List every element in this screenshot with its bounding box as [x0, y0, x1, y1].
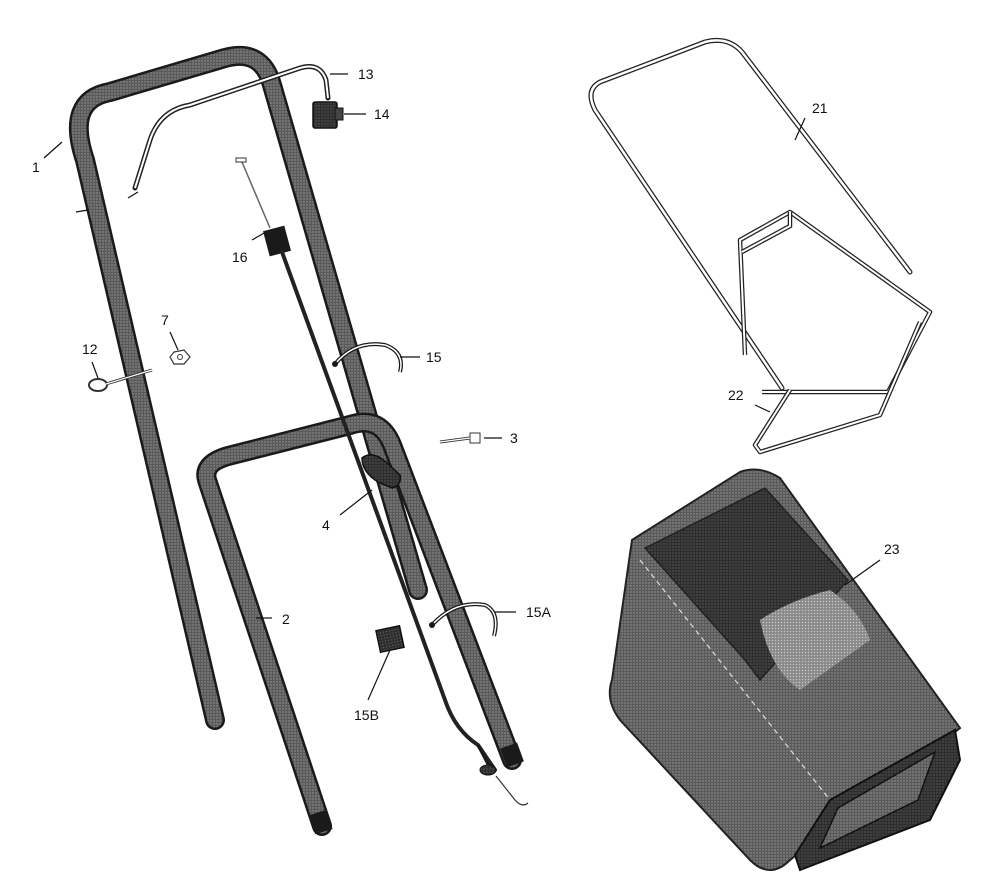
callout-13: 13 — [358, 66, 374, 82]
callout-14: 14 — [374, 106, 390, 122]
upper-handle — [68, 45, 428, 730]
callout-15A: 15A — [526, 604, 552, 620]
grass-bag-23 — [608, 468, 962, 872]
lower-handle — [196, 412, 524, 836]
nut-7 — [169, 349, 191, 365]
callout-15B: 15B — [354, 707, 379, 723]
callout-3: 3 — [510, 430, 518, 446]
cable-16 — [235, 157, 529, 806]
bag-frame-21 — [588, 37, 933, 455]
cable-clip-14 — [312, 101, 344, 129]
callout-23: 23 — [884, 541, 900, 557]
callout-2: 2 — [282, 611, 290, 627]
eyebolt-12 — [88, 368, 153, 392]
bolt-3 — [439, 432, 481, 444]
callout-12: 12 — [82, 341, 98, 357]
callout-22: 22 — [728, 387, 744, 403]
cable-tie-15 — [332, 342, 403, 373]
callout-labels: 1 2 3 4 7 12 13 14 15 15A 15B 16 21 22 2… — [32, 66, 900, 723]
callout-16: 16 — [232, 249, 248, 265]
leader-lines — [43, 73, 881, 701]
callout-1: 1 — [32, 159, 40, 175]
knob-4 — [361, 454, 402, 489]
cable-tie-15A — [429, 602, 498, 637]
callout-15: 15 — [426, 349, 442, 365]
callout-21: 21 — [812, 100, 828, 116]
control-cable-13 — [132, 64, 331, 191]
spacer-15B — [375, 624, 405, 654]
callout-7: 7 — [161, 312, 169, 328]
callout-4: 4 — [322, 517, 330, 533]
